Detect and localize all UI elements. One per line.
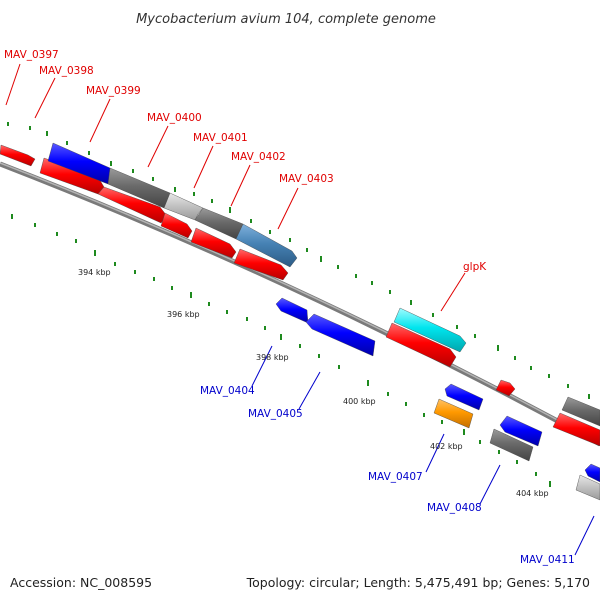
gene-label-mav-0408[interactable]: MAV_0408	[427, 502, 482, 514]
gene-label-mav-0403[interactable]: MAV_0403	[279, 173, 334, 185]
reverse-strand-genes	[275, 297, 600, 501]
gene-arrow-mav-0411[interactable]	[575, 474, 600, 501]
forward-strand-genes	[0, 142, 600, 447]
gene-arrow-mav-0405[interactable]	[305, 313, 376, 357]
gene-arrow-blue-right[interactable]	[499, 415, 543, 447]
gene-arrow-mav-0407[interactable]	[433, 398, 474, 429]
gene-label-mav-0402[interactable]: MAV_0402	[231, 151, 286, 163]
gene-arrow-mav-0403[interactable]	[235, 223, 298, 268]
gene-arrow-mav-0408[interactable]	[489, 428, 534, 462]
gene-arrow-mav-0402[interactable]	[233, 248, 289, 281]
scale-label-404: 404 kbp	[516, 489, 549, 498]
map-title: Mycobacterium avium 104, complete genome	[136, 12, 436, 27]
gene-arrow-red-glpk[interactable]	[385, 322, 457, 368]
gene-arrow-red-right[interactable]	[552, 412, 600, 447]
gene-label-mav-0397[interactable]: MAV_0397	[4, 49, 59, 61]
scale-labels: 394 kbp 396 kbp 398 kbp 400 kbp 402 kbp …	[78, 268, 549, 498]
reverse-leader-lines	[251, 345, 595, 556]
outer-tick-row	[7, 122, 590, 399]
scale-label-402: 402 kbp	[430, 442, 463, 451]
gene-label-mav-0400[interactable]: MAV_0400	[147, 112, 202, 124]
gene-arrow-red-small[interactable]	[495, 379, 516, 397]
genome-backbone	[0, 161, 600, 447]
gene-label-mav-0411[interactable]: MAV_0411	[520, 554, 575, 566]
gene-label-mav-0405[interactable]: MAV_0405	[248, 408, 303, 420]
gene-label-mav-0407[interactable]: MAV_0407	[368, 471, 423, 483]
gene-arrow-mav-0406[interactable]	[444, 383, 484, 411]
gene-label-mav-0398[interactable]: MAV_0398	[39, 65, 94, 77]
reverse-gene-labels: MAV_0404 MAV_0405 MAV_0407 MAV_0408 MAV_…	[200, 385, 575, 566]
gene-label-mav-0404[interactable]: MAV_0404	[200, 385, 255, 397]
gene-label-glpk[interactable]: glpK	[463, 261, 487, 273]
accession-text: Accession: NC_008595	[10, 575, 152, 590]
gene-arrow-mav-0400[interactable]	[160, 212, 193, 239]
gene-label-mav-0401[interactable]: MAV_0401	[193, 132, 248, 144]
gene-arrow-dark-right[interactable]	[561, 396, 600, 427]
gene-arrow-mav-0404[interactable]	[275, 297, 309, 324]
gene-arrow-glpk[interactable]	[393, 307, 467, 353]
scale-label-400: 400 kbp	[343, 397, 376, 406]
gene-arrow-blue-edge[interactable]	[584, 463, 600, 483]
gene-arrow-mav-0397[interactable]	[0, 144, 36, 167]
gene-arrow-light-1[interactable]	[163, 192, 204, 221]
forward-gene-labels: MAV_0397 MAV_0398 MAV_0399 MAV_0400 MAV_…	[4, 49, 487, 273]
inner-tick-row	[11, 214, 551, 487]
scale-label-394: 394 kbp	[78, 268, 111, 277]
gene-label-mav-0399[interactable]: MAV_0399	[86, 85, 141, 97]
scale-label-398: 398 kbp	[256, 353, 289, 362]
topology-text: Topology: circular; Length: 5,475,491 bp…	[246, 575, 590, 590]
forward-leader-lines	[5, 63, 466, 312]
gene-arrow-mav-0401[interactable]	[190, 227, 237, 259]
scale-label-396: 396 kbp	[167, 310, 200, 319]
